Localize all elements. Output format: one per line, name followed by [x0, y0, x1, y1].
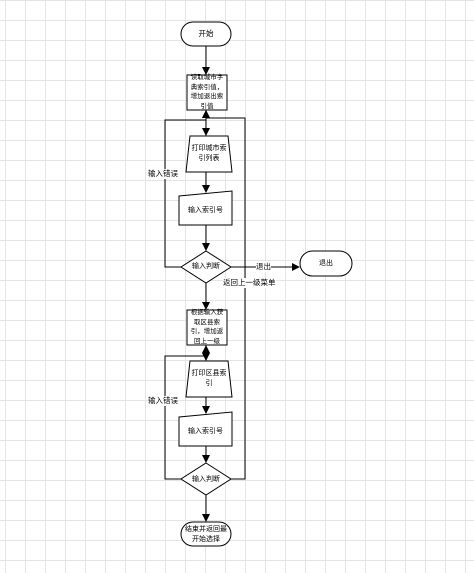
- end-node[interactable]: [180, 521, 232, 547]
- read-city-node[interactable]: [186, 74, 228, 111]
- read-city-label: 读取城市字 典索引值， 增加退出索 引值: [190, 73, 224, 110]
- exit-node[interactable]: [299, 250, 353, 277]
- judge-label-2: 输入判断: [192, 475, 220, 483]
- read-region-node[interactable]: [186, 309, 228, 346]
- edge-error-loop-1: [164, 110, 210, 268]
- print-city-label: 打印城市索 引列表: [191, 144, 227, 162]
- edge-label-exit: 退出: [256, 262, 271, 272]
- edge-label-error-1: 输入错误: [148, 169, 178, 179]
- edge-label-back: 返回上一级菜单: [223, 278, 276, 288]
- exit-label: 退出: [319, 259, 333, 267]
- edge-label-error-2: 输入错误: [148, 396, 178, 406]
- end-label: 结束并返回最 开始选择: [185, 525, 227, 543]
- input-index-node-1[interactable]: [178, 190, 233, 226]
- edge-back-loop: [202, 110, 246, 480]
- start-label: 开始: [198, 29, 214, 38]
- print-city-node[interactable]: [185, 135, 233, 173]
- print-region-label: 打印区县索 引: [191, 369, 227, 387]
- input-index-label-1: 输入索引号: [188, 206, 223, 214]
- read-region-label: 根据输入获 取区县索 引，增加返 回上一级: [190, 308, 224, 345]
- input-index-node-2[interactable]: [178, 411, 233, 447]
- judge-label-1: 输入判断: [192, 262, 220, 270]
- print-region-node[interactable]: [185, 360, 233, 398]
- input-index-label-2: 输入索引号: [188, 427, 223, 435]
- edge-error-loop-2: [164, 345, 210, 480]
